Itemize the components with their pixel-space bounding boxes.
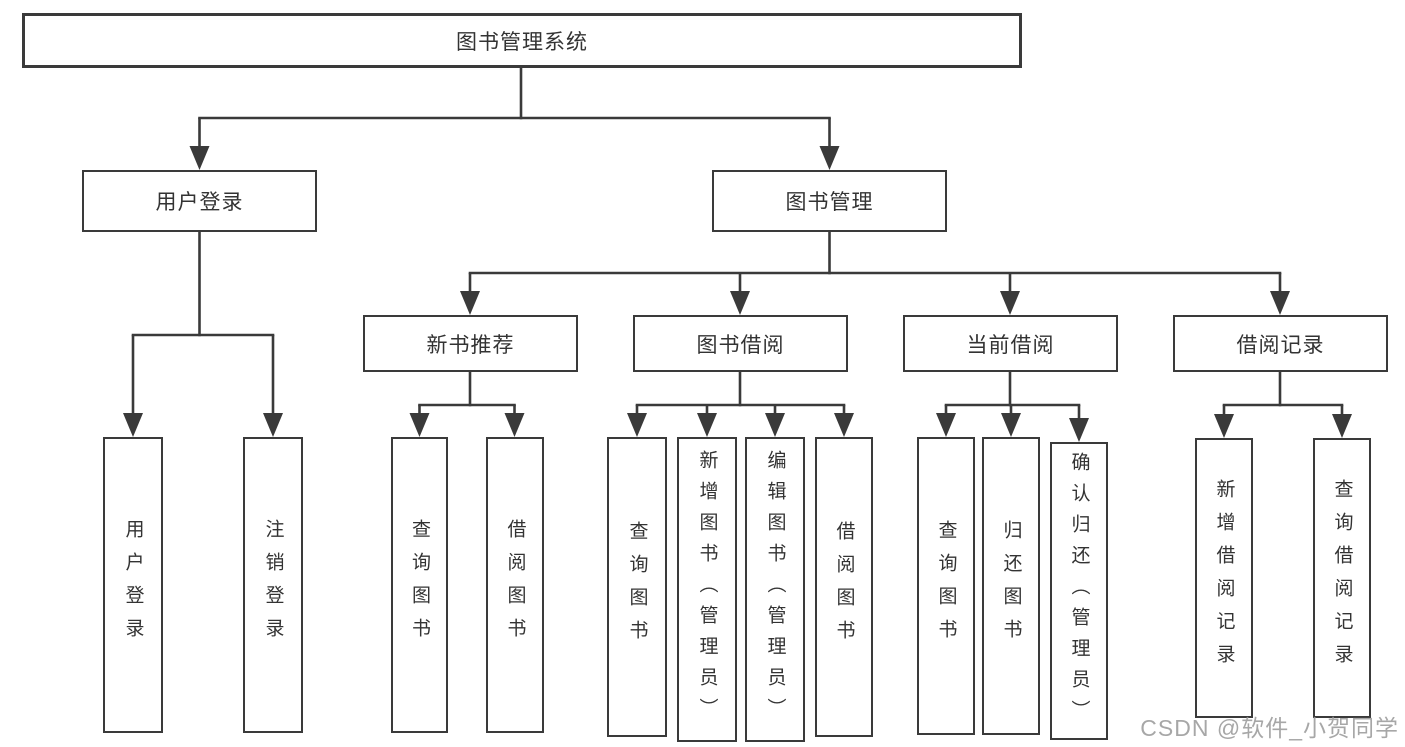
node-leaf-logout: 注销登录: [243, 437, 303, 733]
node-leaf-confirm-return-admin: 确认归还（管理员）: [1050, 442, 1108, 740]
leaf-label: 查询借阅记录: [1331, 479, 1353, 677]
node-leaf-add-borrow-record: 新增借阅记录: [1195, 438, 1253, 718]
node-leaf-borrow-books-2: 借阅图书: [815, 437, 873, 737]
node-leaf-query-books-1: 查询图书: [391, 437, 448, 733]
leaf-label: 归还图书: [1000, 520, 1022, 652]
node-leaf-user-login: 用户登录: [103, 437, 163, 733]
node-current-borrow: 当前借阅: [903, 315, 1118, 372]
csdn-watermark: CSDN @软件_小贺同学: [1140, 715, 1399, 741]
leaf-label: 新增借阅记录: [1213, 479, 1235, 677]
node-leaf-add-books-admin: 新增图书（管理员）: [677, 437, 737, 742]
leaf-label: 编辑图书（管理员）: [764, 450, 786, 729]
node-library-system: 图书管理系统: [22, 13, 1022, 68]
leaf-label: 查询图书: [409, 519, 430, 651]
leaf-label: 借阅图书: [833, 521, 855, 653]
leaf-label: 借阅图书: [504, 519, 526, 651]
leaf-label: 查询图书: [935, 520, 957, 652]
node-book-borrow: 图书借阅: [633, 315, 848, 372]
node-borrow-records: 借阅记录: [1173, 315, 1388, 372]
node-leaf-edit-books-admin: 编辑图书（管理员）: [745, 437, 805, 742]
leaf-label: 用户登录: [122, 519, 144, 651]
node-new-book-recommend: 新书推荐: [363, 315, 578, 372]
leaf-label: 新增图书（管理员）: [696, 450, 718, 729]
node-leaf-query-books-3: 查询图书: [917, 437, 975, 735]
node-book-management: 图书管理: [712, 170, 947, 232]
leaf-label: 确认归还（管理员）: [1068, 451, 1090, 731]
leaf-label: 注销登录: [262, 519, 284, 651]
node-user-login: 用户登录: [82, 170, 317, 232]
node-leaf-return-books: 归还图书: [982, 437, 1040, 735]
node-leaf-query-borrow-record: 查询借阅记录: [1313, 438, 1371, 718]
node-leaf-borrow-books-1: 借阅图书: [486, 437, 544, 733]
leaf-label: 查询图书: [626, 521, 648, 653]
node-leaf-query-books-2: 查询图书: [607, 437, 667, 737]
